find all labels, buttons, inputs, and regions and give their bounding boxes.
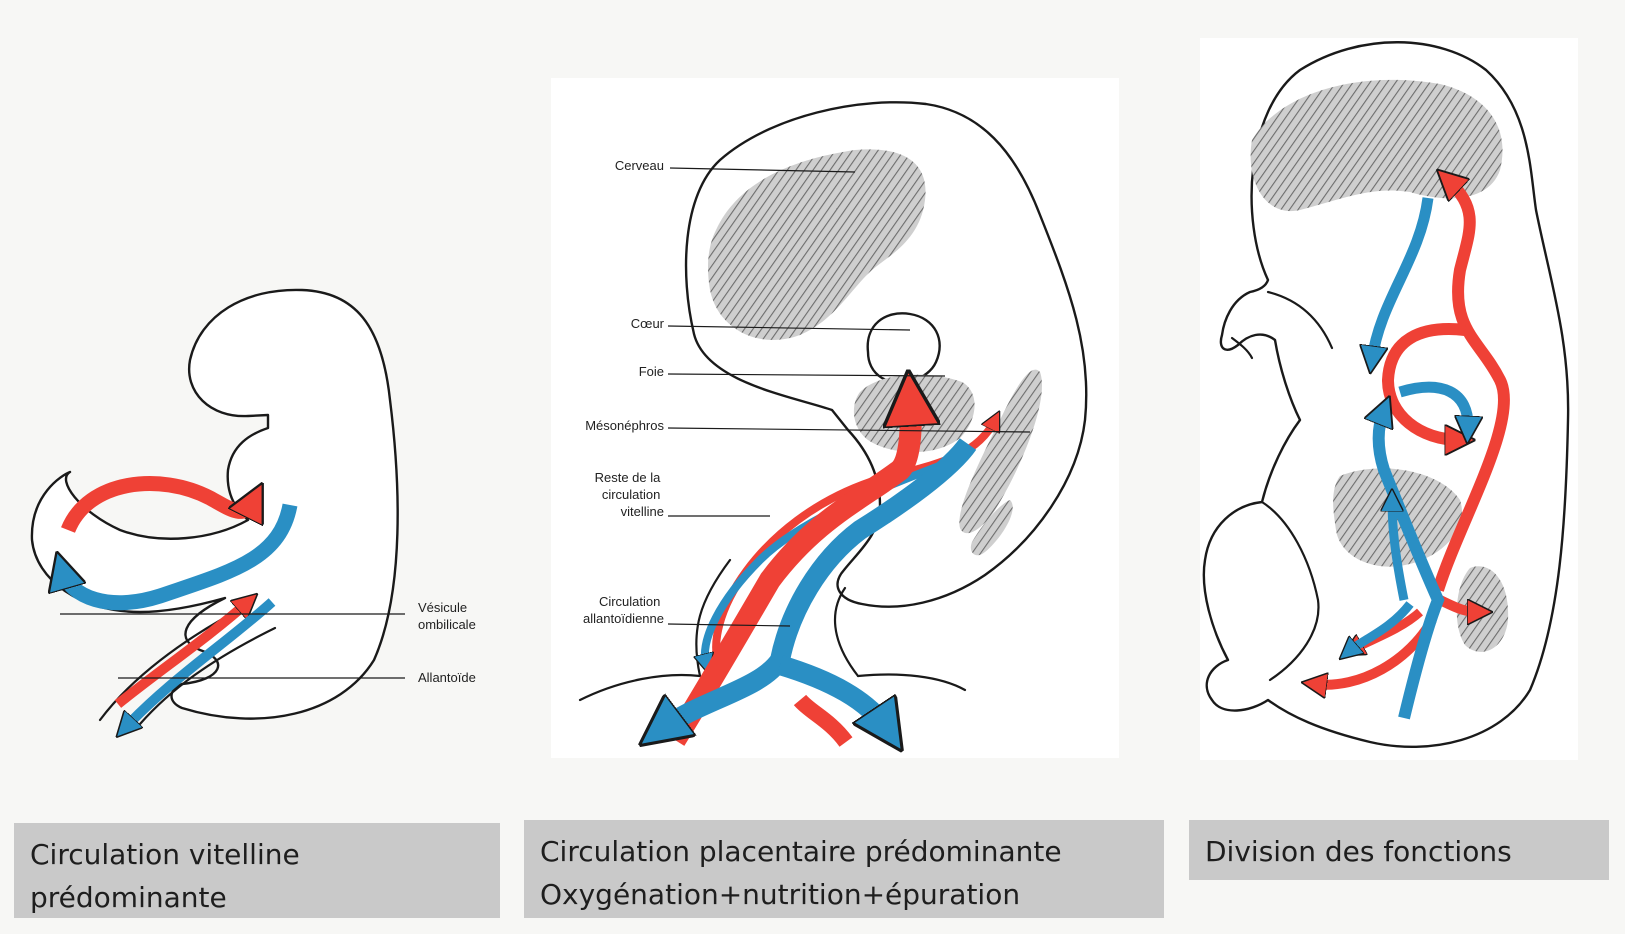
label-brain: Cerveau <box>615 158 664 173</box>
label-liver: Foie <box>639 364 664 379</box>
label-yolk-sac: Vésicule ombilicale <box>418 600 476 632</box>
red-vitelline-arrow <box>61 476 254 534</box>
leader-allantoic-circulation <box>667 623 791 627</box>
leader-heart <box>667 325 911 331</box>
mesonephros-shape <box>959 369 1042 534</box>
red-loop-arrow <box>1381 323 1465 440</box>
blue-umbilical-artery-right-arrow <box>777 655 888 730</box>
caption-placental-line-1: Circulation placentaire prédominante <box>540 835 1062 868</box>
caption-division-line-1: Division des fonctions <box>1205 835 1512 868</box>
mesonephros-lower-shape <box>970 500 1013 556</box>
panel-2-diagram: Cerveau Cœur Foie Mésonéphros Reste de l… <box>578 101 1088 747</box>
blue-inner-ascending-arrow <box>1392 500 1409 601</box>
panel-3-diagram <box>1202 41 1570 749</box>
cord-outline-right <box>833 586 860 678</box>
leg-line <box>1260 500 1320 682</box>
red-ascending-arrow <box>1432 180 1510 592</box>
caption-vitelline-line-2: prédominante <box>30 881 227 914</box>
leader-mesonephros <box>667 427 1031 433</box>
blue-loop-arrow <box>1398 381 1468 430</box>
blue-vitelline-arrow <box>62 503 298 611</box>
blue-umbilical-artery-left-arrow <box>660 437 977 730</box>
hand-line <box>1230 336 1254 360</box>
panel-1-diagram: Vésicule ombilicale Allantoïde <box>30 288 476 728</box>
red-placenta-right-arrow <box>793 694 853 747</box>
brain-shape <box>708 149 926 340</box>
label-allantois: Allantoïde <box>418 670 476 685</box>
caption-placental: Circulation placentaire prédominante Oxy… <box>524 820 1164 918</box>
caption-division: Division des fonctions <box>1189 820 1609 880</box>
blue-lower-branch-arrow <box>1348 601 1414 652</box>
blue-ascending-arrow <box>1379 410 1445 720</box>
placenta-line-right <box>856 673 967 692</box>
leader-brain <box>669 167 856 173</box>
blue-allantoic-arrow <box>125 598 276 728</box>
caption-vitelline: Circulation vitelline prédominante <box>14 823 500 918</box>
caption-placental-line-2: Oxygénation+nutrition+épuration <box>540 878 1021 911</box>
arm-line <box>1266 290 1334 350</box>
blue-descending-arrow <box>1372 197 1434 360</box>
label-vitelline-remnant: Reste de la circulation vitelline <box>595 470 664 519</box>
caption-vitelline-line-1: Circulation vitelline <box>30 838 300 871</box>
label-mesonephros: Mésonéphros <box>585 418 664 433</box>
label-allantoic-circulation: Circulation allantoïdienne <box>583 594 664 626</box>
label-heart: Cœur <box>631 316 665 331</box>
leader-liver <box>667 373 946 377</box>
red-allantoic-arrow <box>114 602 248 708</box>
placenta-line-left <box>578 673 702 702</box>
red-umbilical-vein-arrow <box>665 398 911 746</box>
stalk-line-2 <box>138 626 277 726</box>
heart-shape <box>866 312 941 384</box>
